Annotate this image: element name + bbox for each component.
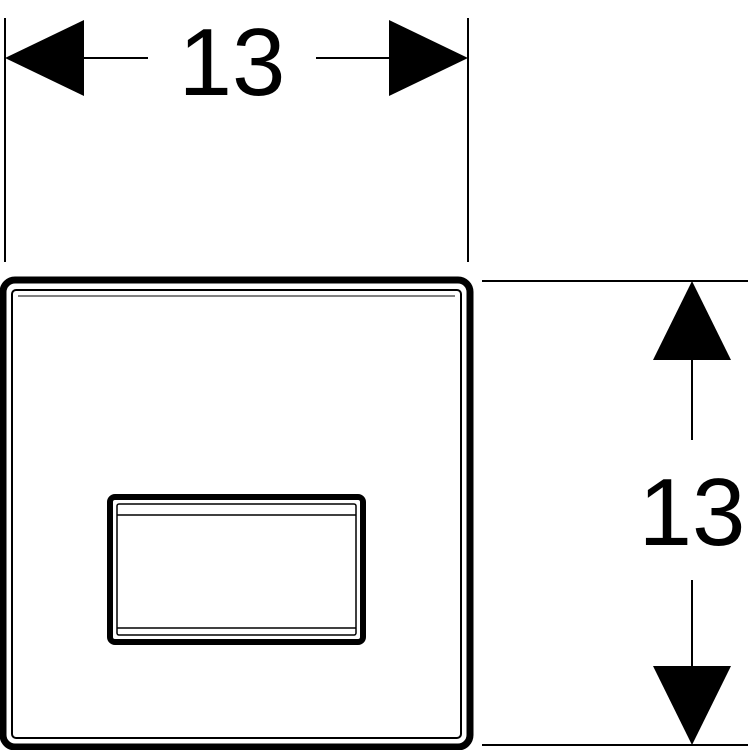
height-arrow-up-icon [653, 281, 731, 360]
width-arrow-right-icon [389, 20, 468, 96]
actuator-button [107, 494, 366, 645]
actuator-inner-edge [116, 503, 357, 636]
width-dimension-label: 13 [179, 9, 286, 116]
height-dimension-label: 13 [639, 459, 746, 566]
width-arrow-left-icon [5, 20, 84, 96]
actuator-outer-edge [107, 494, 366, 645]
height-arrow-down-icon [653, 666, 731, 745]
width-dimension: 13 [4, 9, 469, 262]
height-dimension: 13 [482, 280, 748, 746]
plate-inner-edge [11, 289, 462, 739]
